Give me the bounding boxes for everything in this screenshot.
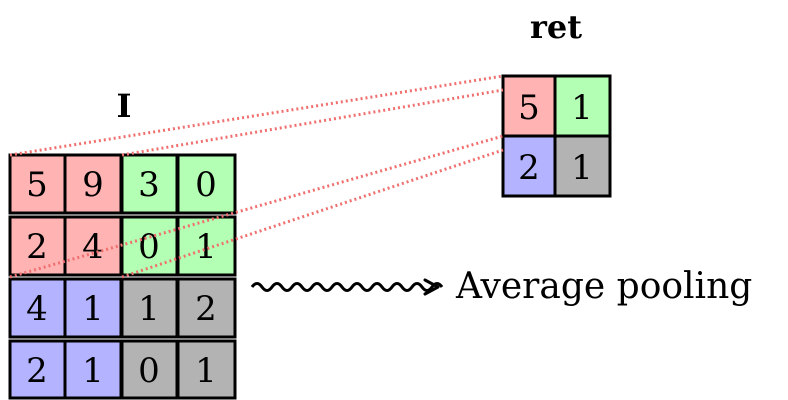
input-grid-title: I [117,87,132,125]
output-value-1-1: 1 [571,148,593,188]
output-cell-0-0 [501,74,557,138]
input-value-3-0: 2 [26,351,48,391]
input-cell-1-0 [8,215,67,277]
projection-line-bottom-bottom [121,148,504,279]
arrow-caption: Average pooling [455,266,752,307]
input-cell-0-0 [8,153,67,215]
output-cell-1-1 [553,134,612,198]
input-cell-2-1 [63,277,123,339]
input-cell-2-3 [176,277,237,339]
input-value-3-1: 1 [82,351,104,391]
input-cell-1-3 [176,215,237,277]
output-value-1-0: 2 [518,148,540,188]
input-value-0-0: 5 [26,165,48,205]
input-value-2-0: 4 [26,289,48,329]
input-cell-0-1 [63,153,123,215]
input-value-1-1: 4 [82,227,104,267]
input-cell-0-3 [176,153,237,215]
input-value-2-3: 2 [195,289,217,329]
input-value-2-1: 1 [82,289,104,329]
projection-lines [9,74,504,279]
input-value-2-2: 1 [138,289,160,329]
input-cell-3-3 [176,339,237,400]
squiggle-arrow [250,278,444,296]
input-cell-2-0 [8,277,67,339]
input-value-1-2: 0 [138,227,160,267]
projection-line-block-mid [121,88,504,157]
input-cell-1-2 [120,215,179,277]
squiggle-path [250,282,444,292]
output-value-0-1: 1 [571,88,593,128]
projection-line-top-top [9,74,504,157]
input-value-1-0: 2 [26,227,48,267]
projection-line-bottom-mid [9,134,504,279]
arrow-head-icon [423,278,440,296]
input-value-0-1: 9 [82,165,104,205]
input-value-3-2: 0 [138,351,160,391]
output-grid-title: ret [530,8,582,46]
input-value-1-3: 1 [195,227,217,267]
input-value-0-3: 0 [195,165,217,205]
output-grid: 5 1 2 1 [501,74,612,198]
output-value-0-0: 5 [518,88,540,128]
input-grid: 5 9 3 0 2 4 0 1 4 1 1 2 2 1 0 1 [8,153,237,400]
input-value-3-3: 1 [195,351,217,391]
input-cell-0-2 [120,153,179,215]
input-value-0-2: 3 [138,165,160,205]
